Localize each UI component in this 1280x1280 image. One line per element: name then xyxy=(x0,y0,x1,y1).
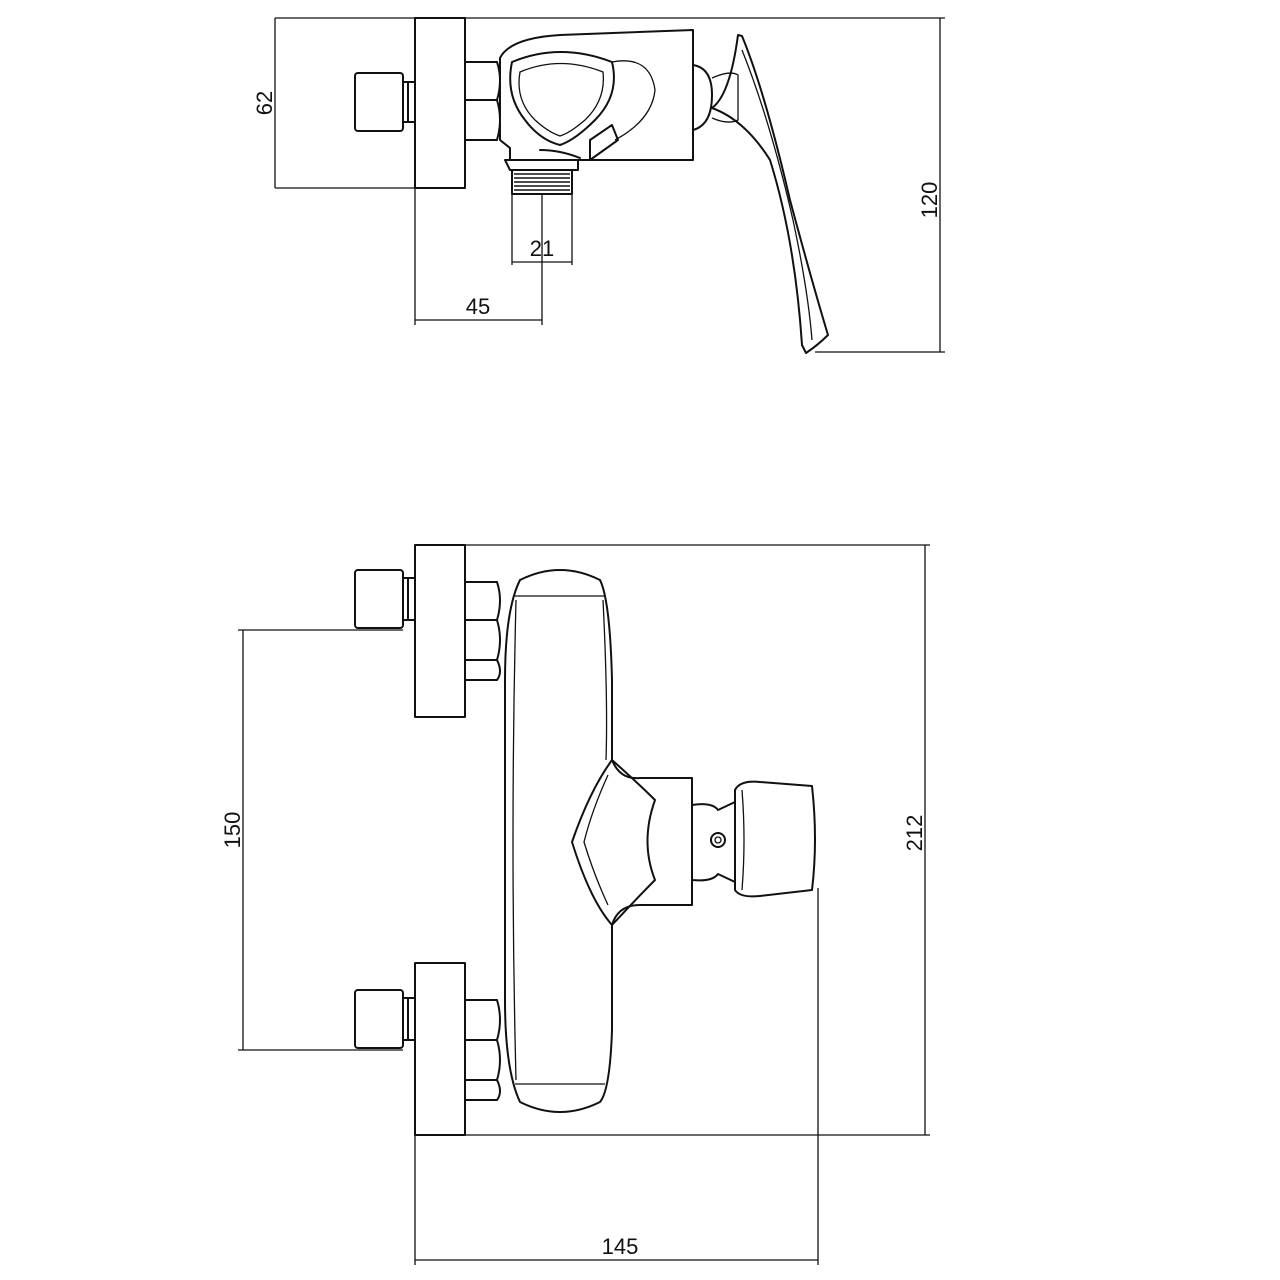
side-handle-edge xyxy=(741,49,813,341)
side-outlet-thread-lines xyxy=(514,173,570,191)
side-body-base xyxy=(504,159,579,171)
front-screw xyxy=(710,832,726,848)
front-collar xyxy=(691,801,736,883)
side-body xyxy=(499,29,694,161)
front-handle-inner xyxy=(741,789,745,891)
front-escutcheon xyxy=(571,759,656,926)
dim-62: 62 xyxy=(252,17,415,189)
front-body xyxy=(504,569,693,1113)
front-inlet-stub-bottom xyxy=(354,989,404,1049)
front-inlet-collar-bottom xyxy=(402,997,416,1041)
side-neck-ring xyxy=(711,72,739,123)
dim-212: 212 xyxy=(465,544,930,1136)
front-view: 150 212 145 xyxy=(220,544,930,1265)
side-inlet-collar xyxy=(402,81,416,123)
front-inlet-stub-top xyxy=(354,569,404,629)
side-neck xyxy=(692,64,713,131)
side-handle xyxy=(711,34,829,354)
front-escutcheon-inner xyxy=(583,774,609,906)
side-dome-inner xyxy=(518,62,605,137)
front-wall-plate-bottom xyxy=(414,962,466,1136)
dim-145-label: 145 xyxy=(602,1234,639,1259)
front-body-inner-right xyxy=(602,599,608,761)
front-handle xyxy=(734,780,816,898)
side-wall-plate xyxy=(414,17,466,189)
dim-212-label: 212 xyxy=(902,815,927,852)
front-nut-top xyxy=(464,581,501,681)
front-body-inner-left xyxy=(512,599,517,1081)
dim-45-label: 45 xyxy=(466,294,490,319)
side-nut xyxy=(464,61,501,141)
front-inlet-collar-top xyxy=(402,577,416,621)
side-inlet-stub xyxy=(354,72,404,132)
dim-150: 150 xyxy=(220,629,403,1051)
dim-45: 45 xyxy=(414,188,543,325)
side-dome-curve xyxy=(611,60,656,141)
front-nut-bottom xyxy=(464,999,501,1101)
dim-120: 120 xyxy=(465,17,945,353)
side-lever-arm xyxy=(539,124,619,161)
dim-150-label: 150 xyxy=(220,812,245,849)
front-wall-plate-top xyxy=(414,544,466,718)
side-dome-outer xyxy=(509,51,615,146)
dim-120-label: 120 xyxy=(917,182,942,219)
dim-62-label: 62 xyxy=(252,91,277,115)
side-view: 62 21 45 120 xyxy=(252,17,945,354)
dim-145: 145 xyxy=(414,888,819,1265)
